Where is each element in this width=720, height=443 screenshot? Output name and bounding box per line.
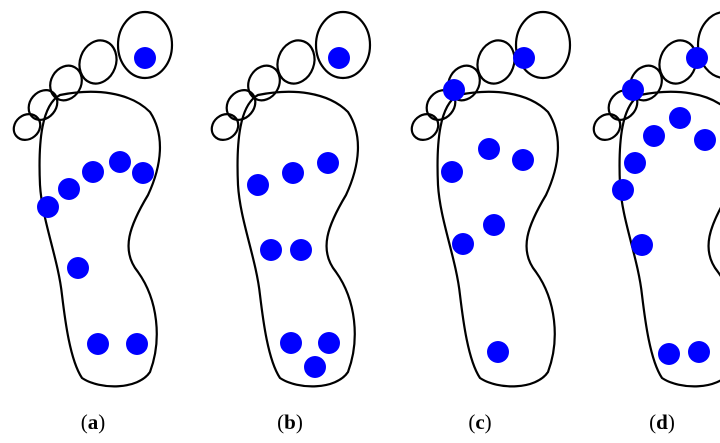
sensor-dot [694, 129, 716, 151]
sensor-dot [328, 47, 350, 69]
sensor-dot [688, 341, 710, 363]
sensor-dot [126, 333, 148, 355]
sensor-dot [37, 196, 59, 218]
caption-b: (b) [277, 410, 303, 435]
foot-outline [407, 12, 570, 386]
sensor-dot [669, 107, 691, 129]
sensor-dot [280, 332, 302, 354]
caption-a: (a) [81, 410, 106, 435]
sensor-dot [87, 333, 109, 355]
sensor-dot [318, 332, 340, 354]
sensor-dot [478, 138, 500, 160]
sensor-dot [512, 149, 534, 171]
foot-outline [207, 12, 370, 386]
sensor-dot [260, 239, 282, 261]
sensor-dot [612, 179, 634, 201]
sensor-dot [487, 341, 509, 363]
sensor-dot [317, 152, 339, 174]
sensor-dot [658, 343, 680, 365]
foot-panel-d [589, 12, 720, 386]
sensor-dot [58, 178, 80, 200]
sensor-dot [441, 161, 463, 183]
foot-panel-c [407, 12, 570, 386]
sensor-dot [134, 47, 156, 69]
sensor-dot [513, 47, 535, 69]
sensor-dot [67, 257, 89, 279]
sensor-dot [304, 356, 326, 378]
sensor-dot [109, 151, 131, 173]
sensor-dot [483, 214, 505, 236]
caption-c: (c) [468, 410, 491, 435]
sensor-dot [643, 125, 665, 147]
sensor-dot [686, 47, 708, 69]
sensor-group [247, 47, 350, 378]
sensor-dot [631, 234, 653, 256]
foot-panel-a [9, 12, 172, 386]
sensor-dot [443, 79, 465, 101]
sensor-dot [452, 233, 474, 255]
sensor-group [441, 47, 535, 363]
sensor-dot [622, 79, 644, 101]
sensor-dot [290, 239, 312, 261]
caption-d: (d) [649, 410, 675, 435]
sensor-dot [82, 161, 104, 183]
sensor-dot [282, 162, 304, 184]
foot-panel-b [207, 12, 370, 386]
sensor-dot [624, 152, 646, 174]
sensor-dot [247, 174, 269, 196]
sensor-dot [132, 162, 154, 184]
